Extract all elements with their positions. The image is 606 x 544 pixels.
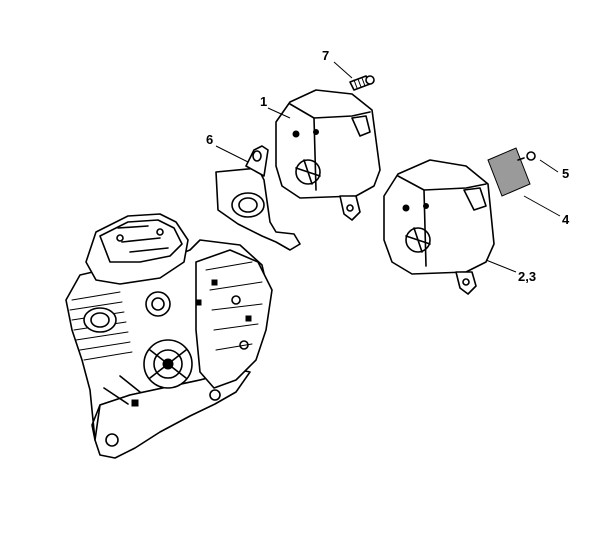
part-2-3-muffler — [383, 159, 495, 295]
callout-2-3: 2,3 — [518, 269, 536, 284]
part-1-muffler — [275, 89, 381, 221]
engine-housing — [65, 213, 273, 459]
callout-5: 5 — [562, 166, 569, 181]
part-4-screen — [487, 147, 531, 197]
callout-7: 7 — [322, 48, 329, 63]
leader-lines — [215, 61, 561, 273]
callout-6: 6 — [206, 132, 213, 147]
callout-4: 4 — [562, 212, 570, 227]
part-5-screw — [517, 151, 536, 161]
part-6-shield — [215, 145, 301, 251]
part-7-screw — [349, 75, 375, 91]
callout-labels: 7 1 6 5 4 2,3 — [206, 48, 570, 284]
callout-1: 1 — [260, 94, 267, 109]
